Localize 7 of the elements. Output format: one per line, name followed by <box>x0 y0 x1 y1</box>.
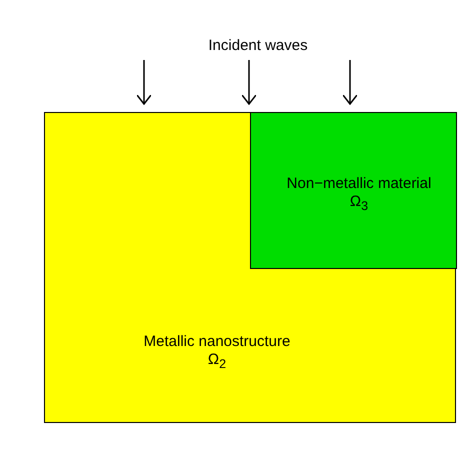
region-label: Non−metallic material <box>286 175 432 193</box>
region-label: Metallic nanostructure <box>144 333 290 351</box>
material-region <box>250 112 457 269</box>
domain-symbol: Ω$_{2}$ <box>208 351 226 373</box>
incident-waves-label: Incident waves <box>208 37 308 54</box>
domain-symbol: Ω$_{3}$ <box>350 193 368 215</box>
metal-region <box>44 112 456 423</box>
